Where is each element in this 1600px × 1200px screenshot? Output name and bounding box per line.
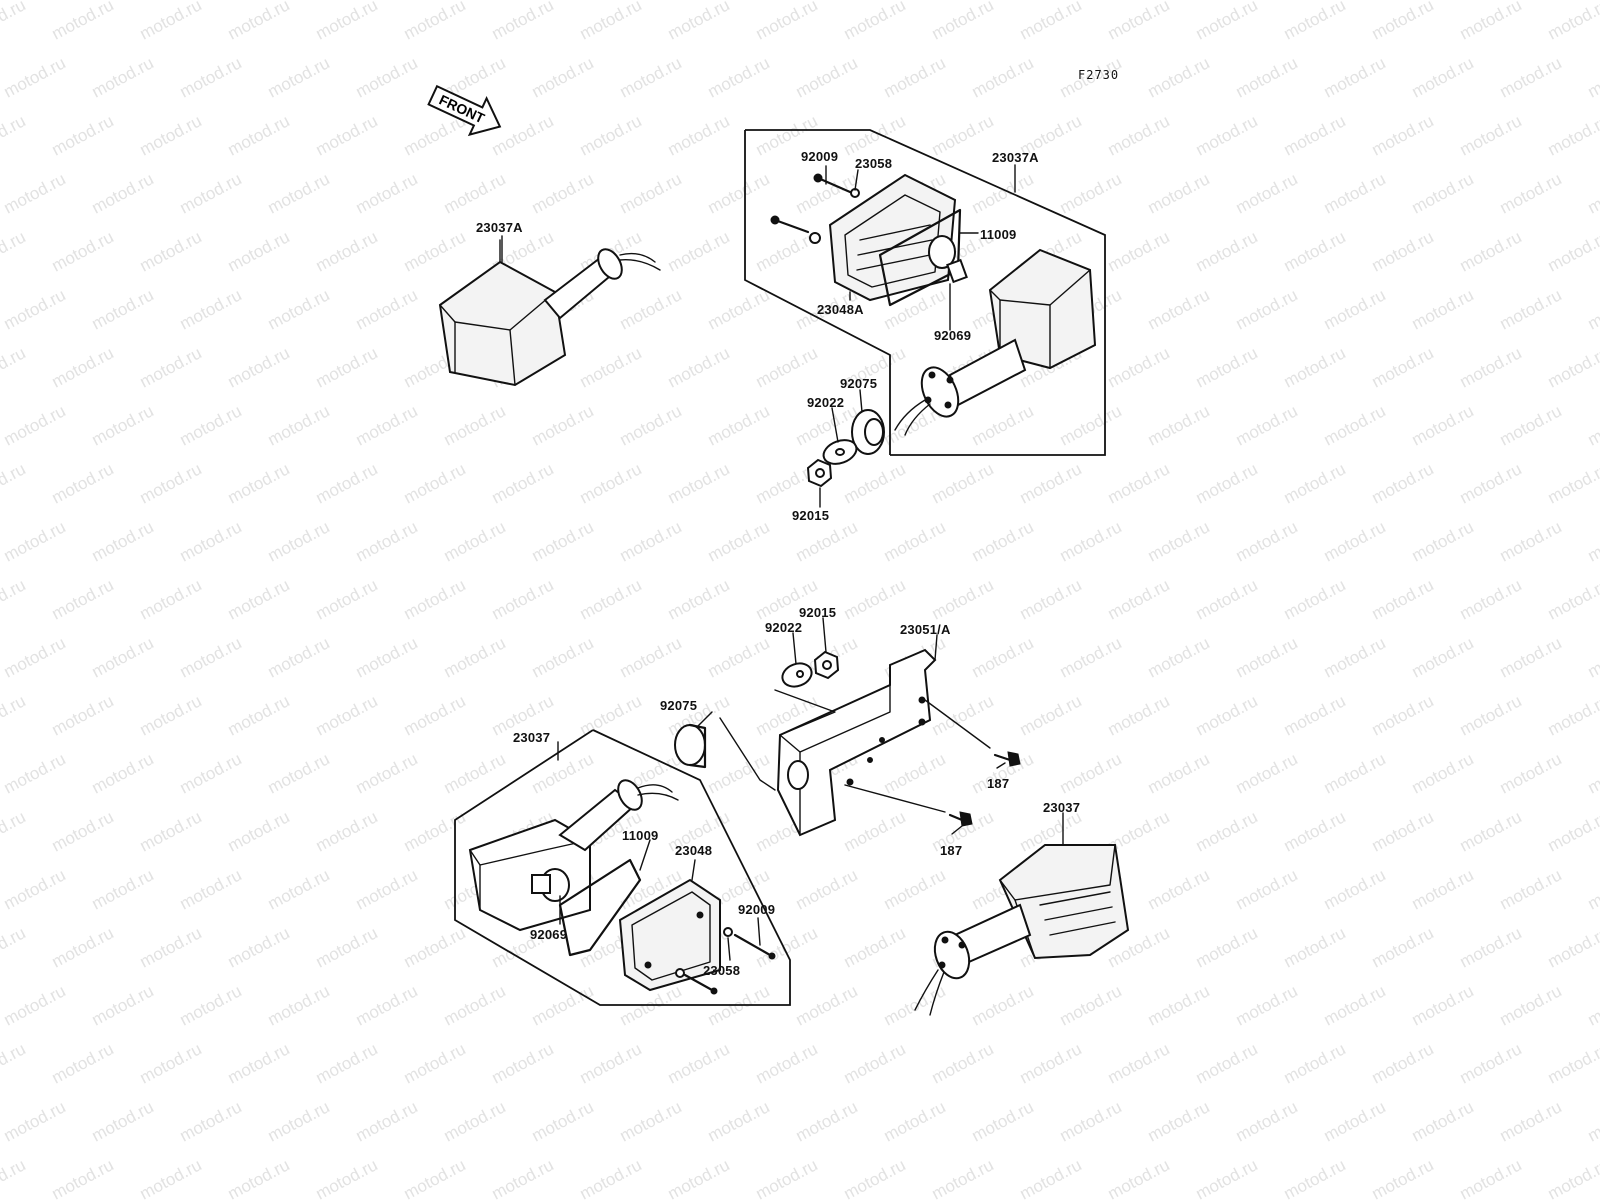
- exploded-frame-bottom: [454, 729, 791, 1006]
- turn-signal-assembly-rear-right: [914, 844, 1130, 1016]
- grommet-92075-middle: [674, 723, 707, 769]
- bracket-23051A: [776, 648, 937, 837]
- label-23048A-top: 23048A: [817, 302, 864, 317]
- nut-92015-top: [806, 458, 833, 488]
- grommet-92075-top: [851, 409, 885, 455]
- label-92009-top: 92009: [801, 149, 839, 164]
- label-23048-bottom: 23048: [675, 843, 713, 858]
- label-23037-bottom-left: 23037: [513, 730, 551, 745]
- washer-92022-top: [822, 439, 858, 465]
- bulb-92069-bottom: [531, 868, 570, 902]
- washer-23058-bottom: [675, 927, 733, 978]
- front-arrow-label: FRONT: [437, 91, 488, 126]
- label-11009-top: 11009: [980, 227, 1017, 242]
- label-23037-bottom-right: 23037: [1043, 800, 1081, 815]
- label-92015-top: 92015: [792, 508, 830, 523]
- label-92022-middle: 92022: [765, 620, 803, 635]
- label-23037A-top-left: 23037A: [476, 220, 523, 235]
- label-92009-bottom: 92009: [738, 902, 776, 917]
- label-92069-bottom: 92069: [530, 927, 568, 942]
- label-92075-top: 92075: [840, 376, 878, 391]
- label-92022-top: 92022: [807, 395, 845, 410]
- gasket-11009-bottom: [558, 858, 642, 957]
- nut-92015-middle: [813, 650, 840, 680]
- middle-leader-lines: [719, 689, 991, 813]
- label-23058-top: 23058: [855, 156, 893, 171]
- label-187-lower: 187: [940, 843, 963, 858]
- turn-signal-housing-23037A: [894, 248, 1097, 436]
- screw-92009-bottom: [683, 933, 776, 995]
- bolt-187-lower: [948, 811, 973, 827]
- lens-23048-bottom: [618, 878, 721, 992]
- figure-code: F2730: [1078, 68, 1120, 82]
- bolt-187-upper: [993, 751, 1021, 767]
- front-direction-arrow-icon: FRONT: [427, 84, 502, 137]
- leader-lines: [501, 164, 1064, 961]
- label-92069-top: 92069: [934, 328, 972, 343]
- label-23051A: 23051/A: [900, 622, 951, 637]
- screw-92009-top: [770, 173, 852, 234]
- label-23037A-top-right: 23037A: [992, 150, 1039, 165]
- label-187-upper: 187: [987, 776, 1010, 791]
- exploded-frame-top: [744, 129, 1106, 456]
- label-11009-bottom: 11009: [622, 828, 659, 843]
- washer-92022-middle: [781, 662, 813, 688]
- turn-signal-assembly-front-left: [438, 239, 661, 387]
- washer-23058-top: [809, 188, 860, 244]
- bulb-92069: [928, 235, 968, 284]
- label-23058-bottom: 23058: [703, 963, 741, 978]
- label-92015-middle: 92015: [799, 605, 837, 620]
- label-92075-middle: 92075: [660, 698, 698, 713]
